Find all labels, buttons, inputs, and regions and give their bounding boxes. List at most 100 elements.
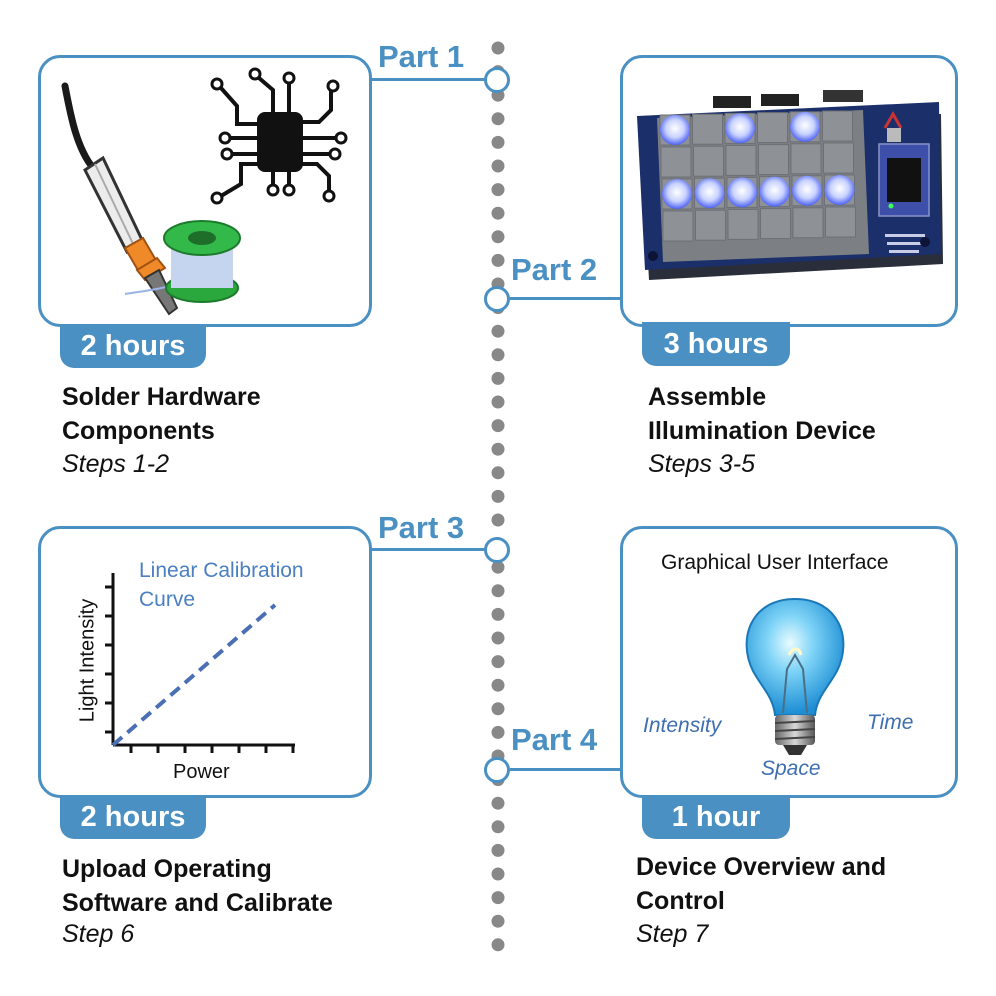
part-1-title-line1: Solder Hardware — [62, 383, 261, 411]
led-well — [825, 206, 856, 238]
led-lit — [759, 176, 790, 207]
part-3-connector — [370, 548, 486, 551]
timeline-dot — [491, 442, 505, 456]
timeline-dot — [491, 938, 505, 952]
illumination-device-image — [637, 90, 943, 280]
calibration-curve-label-line2: Curve — [139, 588, 196, 611]
part-1-node — [484, 67, 510, 93]
x-axis-label: Power — [173, 761, 230, 783]
led-lit — [662, 179, 692, 209]
led-lit — [725, 113, 755, 144]
part-3-label: Part 3 — [378, 510, 465, 545]
timeline-dot — [491, 513, 505, 527]
part-3-steps: Step 6 — [62, 920, 135, 948]
part-1-title-line2: Components — [62, 417, 215, 445]
timeline-dot — [491, 843, 505, 857]
led-lit — [694, 178, 725, 209]
timeline-dot — [491, 41, 505, 55]
timeline-dot — [491, 725, 505, 739]
timeline-dot — [491, 584, 505, 598]
timeline-dot — [491, 183, 505, 197]
timeline-dot — [491, 560, 505, 574]
led-well — [727, 208, 759, 240]
timeline-dot — [491, 206, 505, 220]
gui-word-time: Time — [867, 711, 914, 734]
timeline-dot — [491, 253, 505, 267]
part-3-panel: Linear Calibration Curve Light Intensity… — [38, 526, 372, 798]
timeline-dot — [491, 324, 505, 338]
part-3-time-badge: 2 hours — [60, 795, 206, 839]
led-well — [822, 110, 853, 142]
timeline-dot — [491, 678, 505, 692]
timeline-dot — [491, 702, 505, 716]
y-axis-label: Light Intensity — [76, 598, 99, 723]
part-1-time-badge: 2 hours — [60, 324, 206, 368]
led-well — [760, 208, 791, 240]
part-2-steps: Steps 3-5 — [648, 450, 756, 478]
part-3-node — [484, 537, 510, 563]
timeline-dot — [491, 891, 505, 905]
part-2-label: Part 2 — [511, 252, 598, 287]
part-2-time-badge: 3 hours — [642, 322, 790, 366]
gui-word-intensity: Intensity — [643, 714, 722, 737]
timeline-dot — [491, 230, 505, 244]
part-2-title-line1: Assemble — [648, 383, 767, 411]
part-4-node — [484, 757, 510, 783]
part-1-panel — [38, 55, 372, 327]
timeline-dot — [491, 489, 505, 503]
gui-title: Graphical User Interface — [661, 551, 889, 574]
led-lit — [790, 111, 820, 142]
led-lit — [660, 115, 690, 145]
part-2-title-line2: Illumination Device — [648, 417, 876, 445]
timeline-dot — [491, 395, 505, 409]
timeline-dot — [491, 867, 505, 881]
part-3-title-line2: Software and Calibrate — [62, 889, 333, 917]
timeline-dot — [491, 914, 505, 928]
part-4-panel: Graphical User Interface Intensity Time — [620, 526, 958, 798]
led-well — [757, 112, 788, 144]
part-1-steps: Steps 1-2 — [62, 450, 170, 478]
led-lit — [727, 177, 757, 208]
part-2-connector — [510, 297, 622, 300]
part-4-steps: Step 7 — [636, 920, 709, 948]
timeline-dot — [491, 631, 505, 645]
part-1-connector — [370, 78, 486, 81]
calibration-graph — [105, 573, 295, 753]
led-lit — [824, 175, 855, 205]
timeline-dot — [491, 607, 505, 621]
timeline-dot — [491, 371, 505, 385]
timeline-dot — [491, 466, 505, 480]
led-well — [823, 142, 854, 174]
part-4-title-line2: Control — [636, 887, 725, 915]
led-well — [662, 210, 694, 242]
timeline-dot — [491, 348, 505, 362]
led-well — [725, 144, 757, 176]
timeline-dot — [491, 112, 505, 126]
part-3-title-line1: Upload Operating — [62, 855, 272, 883]
light-bulb-icon — [745, 597, 845, 755]
part-4-time-badge: 1 hour — [642, 795, 790, 839]
led-well — [692, 113, 723, 145]
led-well — [693, 145, 724, 177]
part-4-label: Part 4 — [511, 722, 598, 757]
part-2-panel — [620, 55, 958, 327]
part-4-title-line1: Device Overview and — [636, 853, 887, 881]
timeline-dot — [491, 655, 505, 669]
gui-word-space: Space — [761, 757, 821, 780]
led-well — [660, 146, 692, 178]
led-well — [790, 143, 822, 175]
calibration-curve-label-line1: Linear Calibration — [139, 559, 304, 582]
part-4-connector — [510, 768, 622, 771]
timeline-dots — [491, 41, 505, 952]
led-well — [758, 144, 789, 176]
timeline-dot — [491, 820, 505, 834]
timeline-dot — [491, 159, 505, 173]
part-1-label: Part 1 — [378, 39, 465, 74]
led-well — [695, 209, 726, 241]
timeline-dot — [491, 135, 505, 149]
part-2-node — [484, 286, 510, 312]
led-well — [792, 207, 824, 239]
timeline-dot — [491, 796, 505, 810]
timeline-dot — [491, 419, 505, 433]
soldering-iron-icon — [61, 67, 348, 316]
